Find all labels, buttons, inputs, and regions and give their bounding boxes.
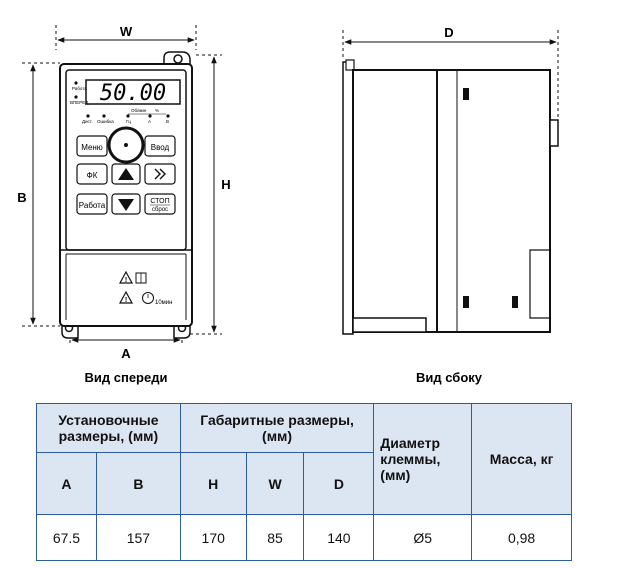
reset-key-label: сброс [152,207,168,213]
front-view: W B H A 50.00 Работа ВПЕРЕД [17,24,230,361]
stop-reset-key[interactable] [144,193,176,215]
dim-h-label: H [221,177,230,192]
subheader-b: B [95,452,181,515]
led-label-volt: В [166,119,169,124]
run-key[interactable] [76,193,108,215]
fk-key[interactable] [76,163,108,185]
dim-a-label: A [121,346,131,361]
side-base [352,317,427,333]
value-w: 85 [245,514,305,561]
value-b: 157 [95,514,181,561]
dimension-drawing: W B H A 50.00 Работа ВПЕРЕД [17,24,559,385]
front-view-caption: Вид спереди [85,370,168,385]
dim-b-label: B [17,190,26,205]
down-arrow-icon [118,199,134,211]
value-d: 140 [303,514,375,561]
side-connector [549,119,559,147]
header-mass: Масса, кг [471,403,572,515]
side-front-strip [342,61,354,335]
vent-slot-bottom-right [512,296,518,308]
value-h: 170 [179,514,247,561]
warning-triangle-icon [118,270,134,284]
table-row: 67.5 157 170 85 140 Ø5 0,98 [36,514,572,561]
stop-key-label: СТОП [150,198,169,205]
led-label-hz: Гц [126,119,131,124]
led-label-amp: А [148,119,151,124]
subheader-d: D [303,452,375,515]
enter-key-label: Ввод [151,143,170,152]
display-value: 50.00 [100,81,166,106]
header-terminal: Диаметр клеммы, (мм) [373,403,473,515]
menu-key[interactable] [76,135,108,157]
menu-key-label: Меню [81,143,103,152]
warning-triangle-icon-2 [118,290,134,304]
dimensions-table: Установочные размеры, (мм) Габаритные ра… [36,403,572,561]
led-display [85,79,181,105]
subheader-h: H [179,452,247,515]
header-overall: Габаритные размеры, (мм) [179,403,375,453]
led-label-run: Работа [72,86,87,91]
discharge-time-label: 10мин [155,300,172,306]
led-label-error: Ошибка [97,119,114,124]
subheader-a: A [36,452,97,515]
side-view: D [342,25,559,335]
value-terminal: Ø5 [373,514,473,561]
vent-slot-bottom [463,296,469,308]
value-mass: 0,98 [471,514,572,561]
double-chevron-right-icon [154,168,166,180]
up-arrow-icon [118,168,134,180]
enter-key[interactable] [144,135,176,157]
vent-slot-top [463,88,469,100]
run-key-label: Работа [79,201,106,210]
svg-text:!: ! [125,297,127,304]
fk-key-label: ФК [87,171,98,180]
side-body [352,69,551,333]
svg-text:!: ! [125,277,127,284]
dim-d-label: D [444,25,453,40]
side-view-caption: Вид сбоку [416,370,483,385]
value-a: 67.5 [36,514,97,561]
top-mount-hole [173,54,183,64]
led-label-rpm: Об/мин [131,108,147,113]
led-label-remote: Дист. [82,119,93,124]
led-label-forward: ВПЕРЕД [70,100,88,105]
led-label-pct: % [155,108,159,113]
subheader-w: W [245,452,305,515]
header-mounting: Установочные размеры, (мм) [36,403,181,453]
dim-w-label: W [120,24,133,39]
